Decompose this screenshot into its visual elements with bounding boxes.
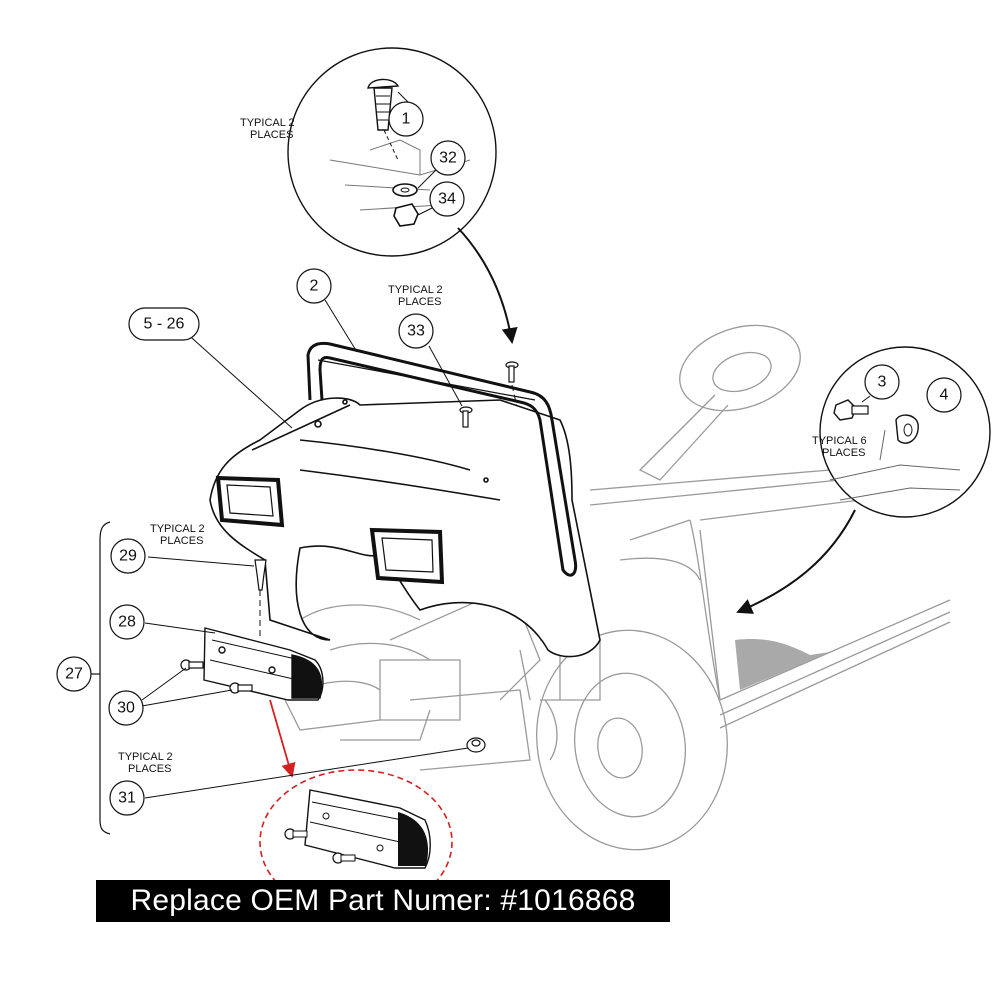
callout-3: 3 xyxy=(878,374,887,391)
callout-2: 2 xyxy=(310,278,319,295)
front-bumper xyxy=(203,627,324,701)
detail-arrow-right xyxy=(736,509,856,614)
highlight-arrow xyxy=(269,699,296,778)
callout-5-26: 5 - 26 xyxy=(144,316,185,333)
callout-1: 1 xyxy=(402,111,411,128)
group-bracket xyxy=(99,521,111,835)
callout-34: 34 xyxy=(438,191,456,208)
callout-balloons xyxy=(56,101,962,816)
callout-4: 4 xyxy=(940,387,949,404)
floor-mat xyxy=(735,639,830,690)
front-cowl xyxy=(209,397,601,658)
callout-27: 27 xyxy=(65,666,83,683)
callout-31: 31 xyxy=(118,790,136,807)
leader-lines xyxy=(141,299,469,799)
callout-28: 28 xyxy=(118,614,136,631)
callout-32: 32 xyxy=(439,150,457,167)
hardware xyxy=(180,361,519,753)
detail-arrow-top xyxy=(457,227,518,344)
detail-circle-mounting xyxy=(819,346,991,518)
callout-30: 30 xyxy=(117,700,135,717)
highlight-bumper-detail xyxy=(259,769,453,915)
windshield-trim xyxy=(306,341,578,577)
callout-33: 33 xyxy=(407,323,425,340)
callout-29: 29 xyxy=(119,548,137,565)
oem-part-banner: Replace OEM Part Numer: #1016868 xyxy=(96,880,670,922)
detail-circle-fastener xyxy=(287,47,497,257)
